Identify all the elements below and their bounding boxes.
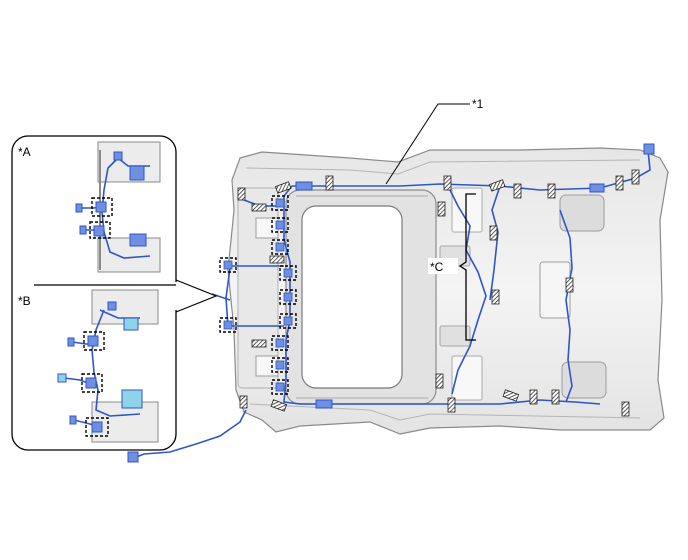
dashed-box-icon xyxy=(271,379,289,395)
connector-icon xyxy=(127,451,139,463)
hatched-clamp-icon xyxy=(547,183,556,199)
inset-b-label: *B xyxy=(18,294,31,308)
hatched-clamp-icon xyxy=(251,203,267,212)
harness-connectors xyxy=(127,143,655,463)
dashed-box-icon xyxy=(219,257,237,273)
label-c-bg xyxy=(428,258,458,274)
callout-1-label: *1 xyxy=(472,97,484,111)
hatched-clamp-icon xyxy=(270,399,288,412)
hatched-clamp-icon xyxy=(443,175,452,191)
hatched-clamp-icon xyxy=(437,201,446,217)
hatched-clamp-icon xyxy=(631,169,640,185)
inset-b-view xyxy=(57,289,159,443)
dashed-box-icon xyxy=(219,317,237,333)
dashed-box-icon xyxy=(279,265,297,281)
bracket-c xyxy=(458,193,476,341)
dashed-highlight-boxes xyxy=(219,195,297,395)
hatched-clamp-icon xyxy=(251,339,267,348)
hatched-clamp-icon xyxy=(488,179,506,192)
hatched-clamp-icon xyxy=(269,255,285,264)
hatched-clamp-icon xyxy=(237,187,246,201)
connector-icon xyxy=(315,399,333,409)
hatched-clamp-icon xyxy=(615,175,624,191)
dashed-box-icon xyxy=(271,195,289,211)
hatched-clamp-icon xyxy=(551,389,560,405)
dashed-box-icon xyxy=(271,239,289,255)
dashed-box-icon xyxy=(271,357,289,373)
connector-icon xyxy=(295,181,313,191)
hatched-clamp-icon xyxy=(491,289,500,305)
inset-a-label: *A xyxy=(18,145,31,159)
dashed-box-icon xyxy=(279,313,297,329)
dashed-box-icon xyxy=(271,335,289,351)
inset-a-view xyxy=(75,141,161,273)
connector-icon xyxy=(643,143,655,155)
hatched-clamp-icon xyxy=(489,225,498,241)
hatched-clamp-icon xyxy=(239,395,248,409)
harness-clamps xyxy=(237,169,640,417)
label-c: *C xyxy=(430,260,444,274)
hatched-clamp-icon xyxy=(325,175,334,191)
dashed-box-icon xyxy=(271,217,289,233)
sunroof-opening xyxy=(285,189,437,405)
callout-1-leader xyxy=(385,103,470,185)
hatched-clamp-icon xyxy=(565,277,574,293)
hatched-clamp-icon xyxy=(513,183,522,199)
hatched-clamp-icon xyxy=(502,389,520,402)
hatched-clamp-icon xyxy=(274,181,292,194)
hatched-clamp-icon xyxy=(529,389,538,405)
dashed-box-connectors xyxy=(223,198,293,392)
hatched-clamp-icon xyxy=(621,401,630,417)
hatched-clamp-icon xyxy=(435,373,444,389)
dashed-box-icon xyxy=(279,289,297,305)
hatched-clamp-icon xyxy=(447,397,456,413)
connector-icon xyxy=(589,183,605,193)
